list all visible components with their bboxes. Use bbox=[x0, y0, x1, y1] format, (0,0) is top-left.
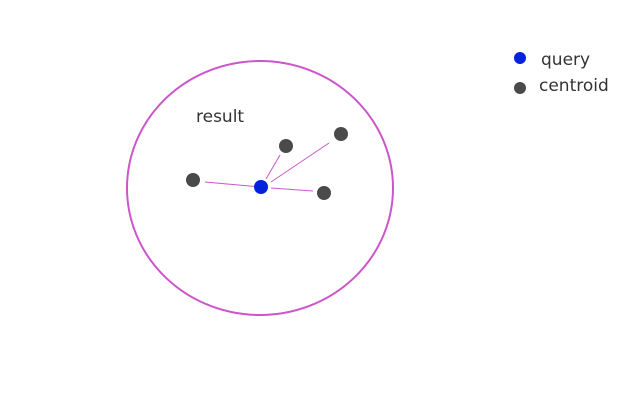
centroid-point bbox=[317, 186, 331, 200]
link-centroid-3 bbox=[270, 142, 330, 183]
legend-centroid-marker bbox=[514, 82, 526, 94]
query-centroid-links bbox=[204, 142, 330, 192]
centroid-point bbox=[186, 173, 200, 187]
centroid-point bbox=[279, 139, 293, 153]
legend-centroid-label: centroid bbox=[539, 76, 609, 96]
legend-query-label: query bbox=[541, 50, 590, 70]
result-boundary bbox=[126, 60, 394, 316]
link-centroid-1 bbox=[204, 181, 261, 188]
link-centroid-2 bbox=[265, 154, 281, 180]
centroid-point bbox=[334, 127, 348, 141]
legend-query-marker bbox=[514, 52, 526, 64]
legend: query centroid bbox=[514, 50, 609, 96]
centroids bbox=[186, 127, 348, 200]
result-label: result bbox=[196, 107, 244, 127]
link-centroid-4 bbox=[270, 187, 314, 192]
query-point bbox=[254, 180, 268, 194]
